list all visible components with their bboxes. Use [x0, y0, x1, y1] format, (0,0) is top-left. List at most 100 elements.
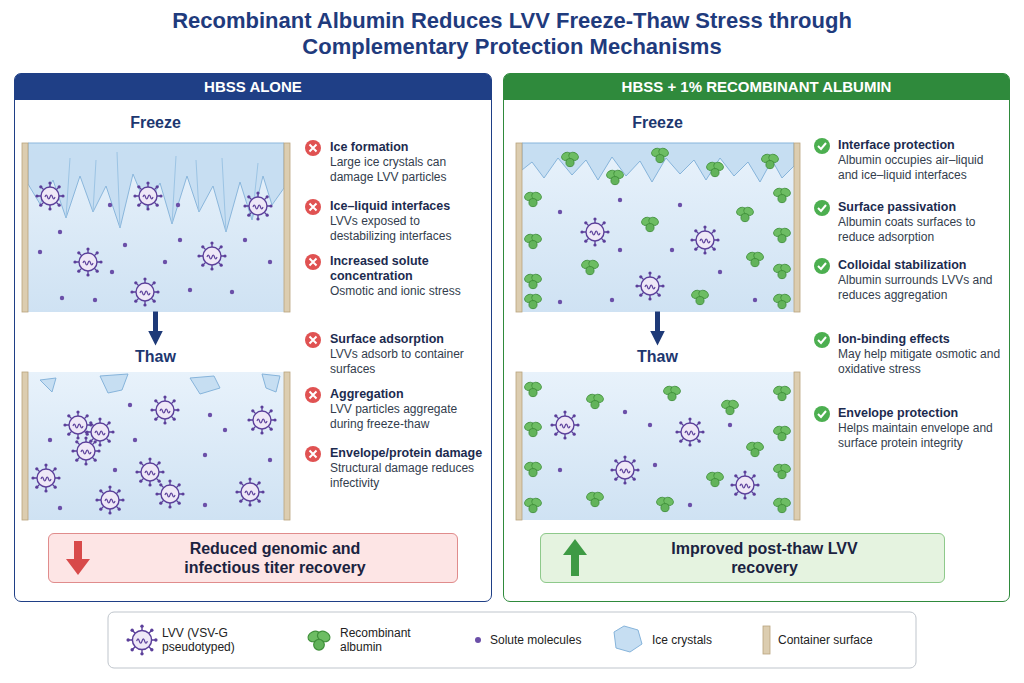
lvv-particle: [550, 410, 579, 439]
item-description: Structural damage reduces infectivity: [330, 461, 488, 491]
solute-dot: [128, 403, 132, 407]
solute-dot: [558, 300, 562, 304]
lvv-particle: [95, 485, 124, 514]
solute-dot: [38, 250, 42, 254]
down-arrow: [66, 559, 90, 575]
legend-frame: [108, 612, 916, 668]
albumin-molecule: [772, 227, 791, 243]
list-item: Surface adsorptionLVVs adsorb to contain…: [330, 332, 488, 377]
legend-text: Ice crystals: [652, 633, 712, 647]
diagram-title: Recombinant Albumin Reduces LVV Freeze-T…: [152, 8, 872, 60]
list-item: Envelope/protein damageStructural damage…: [330, 446, 488, 491]
solute-dot: [48, 438, 52, 442]
item-description: May help mitigate osmotic and oxidative …: [838, 347, 1006, 377]
vessel-group: Freeze: [516, 112, 800, 312]
albumin-molecule: [662, 385, 681, 401]
title-block: Recombinant Albumin Reduces LVV Freeze-T…: [152, 8, 872, 60]
solute-dot: [123, 243, 127, 247]
solute-dot: [223, 428, 227, 432]
ice-fragment: [40, 378, 56, 392]
legend-text: Recombinant albumin: [340, 626, 430, 654]
solute-dot: [718, 270, 722, 274]
albumin-molecule: [523, 421, 542, 437]
lvv-particle: [133, 181, 162, 210]
solute-dot: [268, 260, 272, 264]
container-wall: [284, 143, 290, 312]
item-heading: Ice–liquid interfaces: [330, 199, 488, 214]
lvv-particle: [635, 271, 664, 300]
albumin-molecule: [655, 496, 674, 512]
vessel-label: Freeze: [516, 112, 800, 134]
container-wall: [794, 143, 800, 312]
lvv-particle: [730, 470, 759, 499]
lvv-particle: [243, 191, 272, 220]
solute-dot: [648, 423, 652, 427]
vessel-label: Thaw: [516, 346, 800, 368]
lvv-particle: [31, 463, 60, 492]
result-text: Improved post-thaw LVV recovery: [670, 539, 860, 577]
legend-text: Container surface: [778, 633, 873, 647]
ice-fragment: [100, 374, 128, 393]
solute-dot: [163, 260, 167, 264]
item-description: Albumin surrounds LVVs and reduces aggre…: [838, 273, 1006, 303]
albumin-molecule: [560, 151, 579, 167]
albumin-group: [523, 381, 791, 513]
item-description: LVVs adsorb to container surfaces: [330, 347, 488, 377]
legend-wall-sample: [763, 626, 770, 654]
solute-dot: [268, 458, 272, 462]
legend-text: Solute molecules: [490, 633, 581, 647]
container-wall: [284, 372, 290, 520]
list-item: AggregationLVV particles aggregate durin…: [330, 387, 488, 432]
vessel-label: Freeze: [22, 112, 290, 134]
albumin-molecule: [760, 153, 779, 169]
cross-icons: [305, 140, 321, 462]
albumin-molecule: [523, 273, 542, 289]
solute-dots: [558, 198, 757, 304]
list-item: Colloidal stabilizationAlbumin surrounds…: [838, 258, 1006, 303]
albumin-molecule: [772, 293, 791, 309]
item-heading: Ion-binding effects: [838, 332, 1006, 347]
liquid-fill: [28, 143, 284, 312]
cross-icon: [305, 254, 321, 270]
result-fill: [48, 533, 458, 583]
solute-dots: [48, 403, 272, 510]
container-wall: [794, 372, 800, 520]
item-heading: Colloidal stabilization: [838, 258, 1006, 273]
lvv-particle: [35, 181, 64, 210]
item-heading: Interface protection: [838, 138, 1006, 153]
solute-dots: [38, 203, 272, 302]
albumin-molecule: [580, 259, 599, 275]
item-description: Albumin occupies air–liquid and ice–liqu…: [838, 153, 1006, 183]
list-item: Ion-binding effectsMay help mitigate osm…: [838, 332, 1006, 377]
legend-albumin-sample: [306, 629, 331, 650]
solute-dot: [243, 238, 247, 242]
vessel-label: Thaw: [22, 346, 290, 368]
check-icons: [814, 138, 830, 422]
solute-dot: [610, 298, 614, 302]
item-description: LVV particles aggregate during freeze-th…: [330, 402, 488, 432]
item-heading: Aggregation: [330, 387, 488, 402]
albumin-molecule: [735, 206, 754, 222]
item-heading: Surface passivation: [838, 200, 1006, 215]
solute-dot: [678, 203, 682, 207]
solute-dot: [670, 248, 674, 252]
lvv-particle: [155, 479, 184, 508]
item-heading: Envelope/protein damage: [330, 446, 488, 461]
list-item: Envelope protectionHelps maintain envelo…: [838, 406, 1006, 451]
panel-header: HBSS + 1% RECOMBINANT ALBUMIN: [504, 74, 1009, 100]
lvv-particle: [580, 217, 609, 246]
solute-dot: [230, 290, 234, 294]
albumin-molecule: [772, 187, 791, 203]
lvv-particle: [130, 277, 159, 306]
ice-facets: [66, 152, 258, 232]
list-item: Increased solute concentrationOsmotic an…: [330, 254, 488, 299]
lvv-particle: [197, 241, 226, 270]
check-icon: [814, 138, 830, 154]
vessel-group: Freeze: [22, 112, 290, 312]
result-fill: [540, 533, 945, 583]
solute-dot: [93, 298, 97, 302]
item-heading: Surface adsorption: [330, 332, 488, 347]
cross-icon: [305, 199, 321, 215]
lvv-particle: [71, 436, 100, 465]
